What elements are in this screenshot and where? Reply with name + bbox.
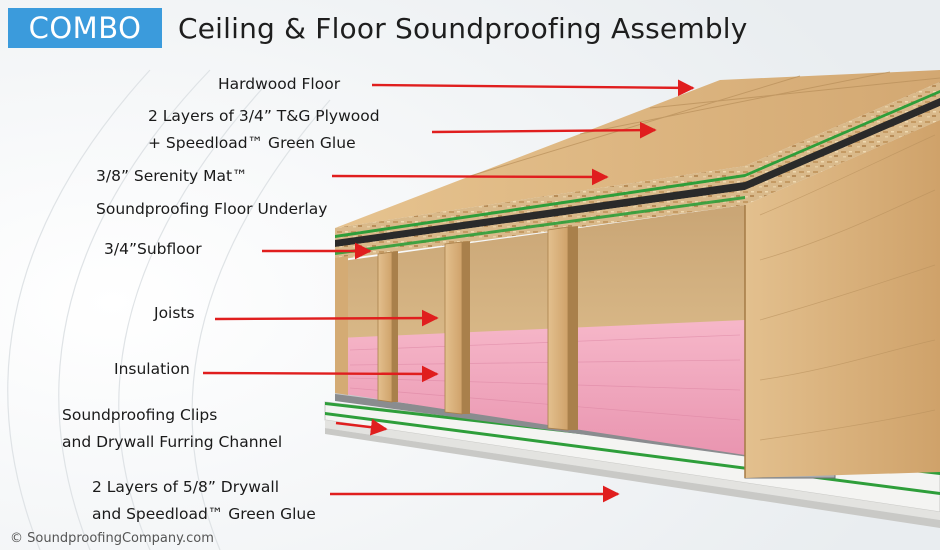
rim-joist xyxy=(744,120,940,478)
copyright-notice: © SoundproofingCompany.com xyxy=(10,531,214,546)
insulation-batts xyxy=(338,320,745,455)
label-drywall: 2 Layers of 5/8” Drywall and Speedload™ … xyxy=(92,474,316,528)
label-clips-line-1: Soundproofing Clips xyxy=(62,406,218,424)
page-title: Ceiling & Floor Soundproofing Assembly xyxy=(178,12,748,45)
callout-arrows xyxy=(202,79,695,503)
label-mat-line-2: Soundproofing Floor Underlay xyxy=(96,200,328,218)
label-drywall-line-1: 2 Layers of 5/8” Drywall xyxy=(92,478,280,496)
label-joists-line: Joists xyxy=(154,304,195,322)
label-plywood-line-1: 2 Layers of 3/4” T&G Plywood xyxy=(148,107,380,125)
arrow-clips xyxy=(335,418,388,436)
label-plywood: 2 Layers of 3/4” T&G Plywood + Speedload… xyxy=(148,103,380,157)
label-plywood-line-2: + Speedload™ Green Glue xyxy=(148,134,356,152)
floor-layers xyxy=(335,70,940,260)
arrow-plywood xyxy=(431,121,657,139)
label-hardwood-line: Hardwood Floor xyxy=(218,75,341,93)
label-mat-line-1: 3/8” Serenity Mat™ xyxy=(96,167,248,185)
arrow-serenity-mat xyxy=(331,168,609,186)
label-subfloor: 3/4”Subfloor xyxy=(104,236,202,263)
label-clips: Soundproofing Clips and Drywall Furring … xyxy=(62,402,282,456)
label-insulation-line: Insulation xyxy=(114,360,190,378)
arrow-insulation xyxy=(202,365,439,383)
label-hardwood-floor: Hardwood Floor xyxy=(218,71,340,98)
arrow-joists xyxy=(214,309,439,327)
label-subfloor-line: 3/4”Subfloor xyxy=(104,240,202,258)
label-drywall-line-2: and Speedload™ Green Glue xyxy=(92,505,316,523)
label-clips-line-2: and Drywall Furring Channel xyxy=(62,433,283,451)
background-arcs xyxy=(7,69,331,550)
combo-badge: COMBO xyxy=(8,8,162,48)
arrow-hardwood xyxy=(371,79,695,97)
label-insulation: Insulation xyxy=(114,356,190,383)
joists xyxy=(335,226,578,431)
hardwood-floor-surface xyxy=(335,70,940,228)
label-joists: Joists xyxy=(154,300,195,327)
label-serenity-mat: 3/8” Serenity Mat™ Soundproofing Floor U… xyxy=(96,163,327,223)
